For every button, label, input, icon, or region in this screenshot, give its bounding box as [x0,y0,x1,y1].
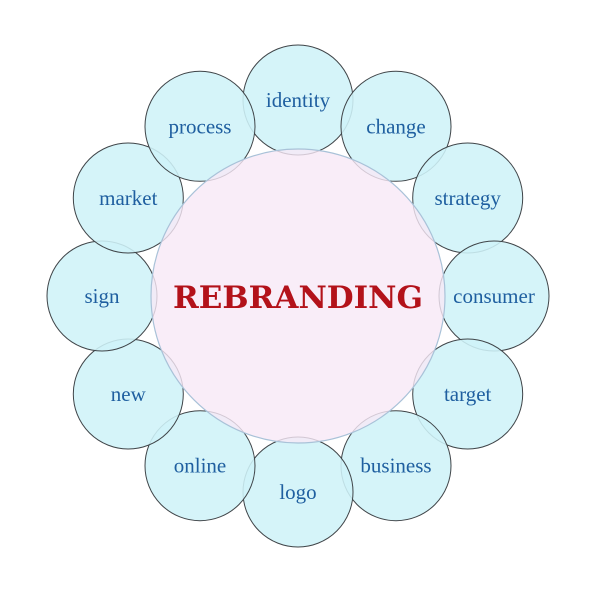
satellite-label-identity: identity [266,88,331,112]
satellite-label-consumer: consumer [453,284,535,308]
satellite-circle-target [412,338,524,450]
satellite-label-online: online [174,454,227,478]
satellite-group [46,44,550,548]
satellite-label-strategy: strategy [434,186,501,210]
center-label: REBRANDING [173,280,423,316]
satellite-circle-online [144,410,256,522]
satellite-label-business: business [360,454,431,478]
satellite-label-change: change [366,114,425,138]
label-group: identity change strategy consumer target busi… [84,88,534,504]
satellite-label-target: target [444,382,492,406]
satellite-label-logo: logo [279,480,316,504]
satellite-label-market: market [99,186,157,210]
center-circle [150,148,446,444]
satellite-label-new: new [111,382,147,406]
satellite-label-process: process [169,114,232,138]
satellite-label-sign: sign [84,284,120,308]
satellite-circle-process [144,70,256,182]
satellite-circle-market [72,142,184,254]
satellite-circle-change [340,70,452,182]
